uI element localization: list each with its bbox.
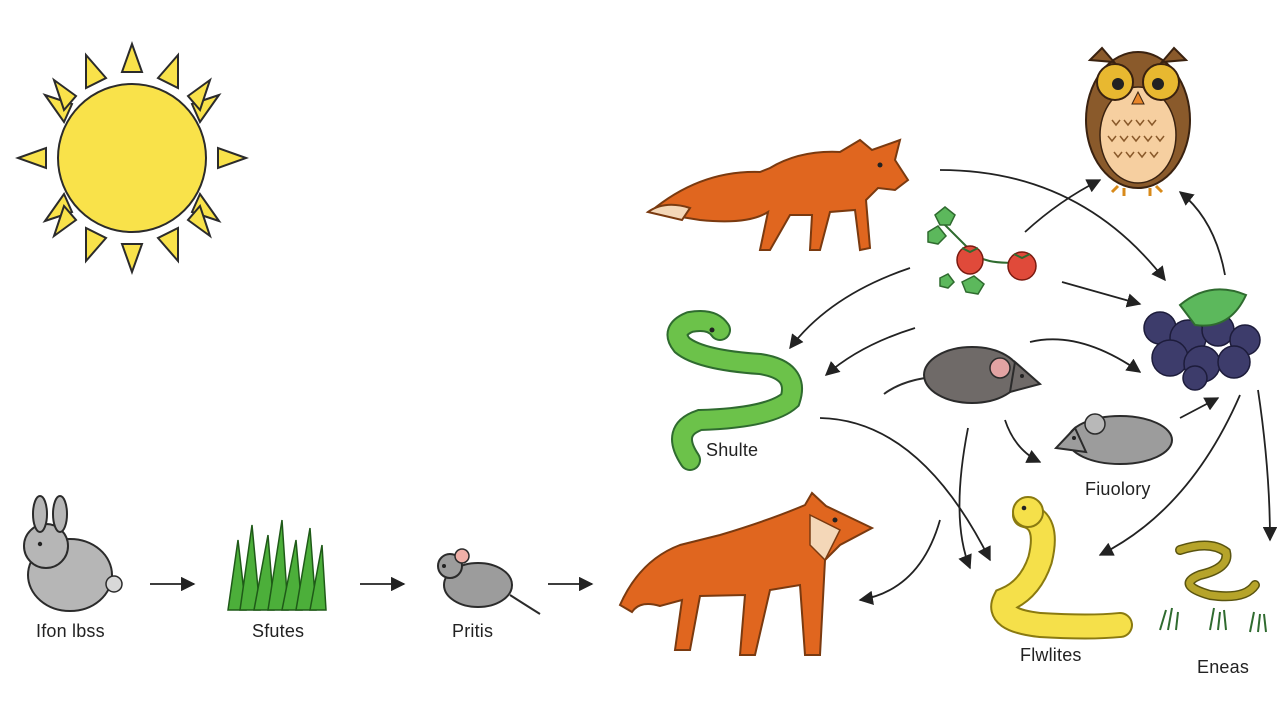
- green-snake-label: Shulte: [706, 440, 759, 460]
- small-mouse-icon: [437, 548, 541, 615]
- yellow-snake-icon: [990, 496, 1133, 640]
- mouse-label: Fiuolory: [1085, 479, 1151, 499]
- arrow-berries-to-small-snake: [1257, 389, 1278, 542]
- owl-icon: [1085, 46, 1191, 196]
- arrow-plant-to-berries: [1061, 281, 1142, 308]
- arrow-to-large-fox: [858, 519, 941, 605]
- arrow-snake-to-yellow-snake: [819, 417, 991, 562]
- arrow-rat-to-snake: [824, 327, 916, 376]
- large-fox-icon: [618, 491, 875, 656]
- grass-label: Sfutes: [252, 621, 305, 641]
- arrow-plant-to-snake: [789, 267, 911, 350]
- arrow-rat-to-berries: [1029, 338, 1142, 373]
- arrow-berries-to-owl: [1178, 191, 1226, 276]
- rabbit-icon: [23, 495, 123, 612]
- sun-icon: [15, 41, 249, 275]
- grass-icon: [227, 519, 327, 611]
- rat-icon: [883, 346, 1043, 404]
- arrow-mouse-to-berries: [1179, 397, 1220, 419]
- fox-icon: [645, 138, 910, 252]
- small-mouse-label: Pritis: [452, 621, 494, 641]
- arrow-plant-to-owl: [1024, 179, 1102, 233]
- mouse-icon: [1053, 413, 1173, 465]
- yellow-snake-label: Flwlites: [1020, 645, 1082, 665]
- arrow-berries-to-yellow-snake: [1098, 394, 1241, 556]
- strawberry-plant-icon: [927, 206, 1037, 295]
- arrow-rat-to-mouse: [1004, 419, 1042, 463]
- arrow-fox-to-berries: [939, 169, 1166, 282]
- blackberries-icon: [1143, 288, 1261, 391]
- green-snake-icon: [666, 310, 803, 471]
- small-snake-icon: [1159, 540, 1267, 633]
- rabbit-label: Ifon lbss: [36, 621, 105, 641]
- small-snake-label: Eneas: [1197, 657, 1250, 677]
- arrow-rat-to-yellow-snake: [958, 427, 972, 570]
- food-web-arrows: [150, 169, 1278, 605]
